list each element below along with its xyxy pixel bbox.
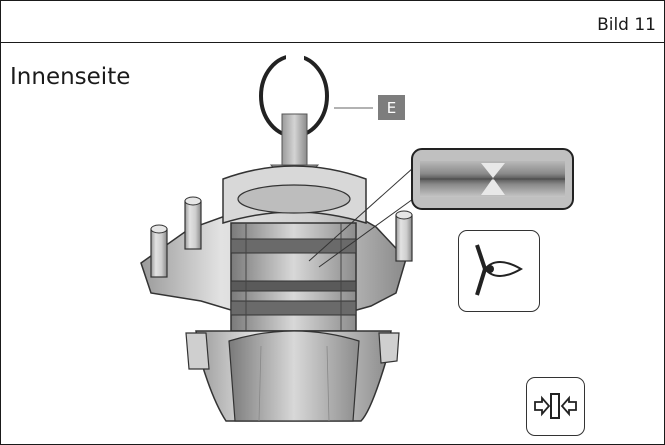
detail-zoom [308,148,574,268]
header-rule [1,42,664,43]
figure-number: Bild 11 [597,15,656,35]
eye-inspection-icon [458,230,540,312]
hub-body [140,165,413,422]
view-title: Innenseite [10,64,131,90]
press-fit-icon [526,377,585,436]
callout-e-label: E [378,95,405,120]
